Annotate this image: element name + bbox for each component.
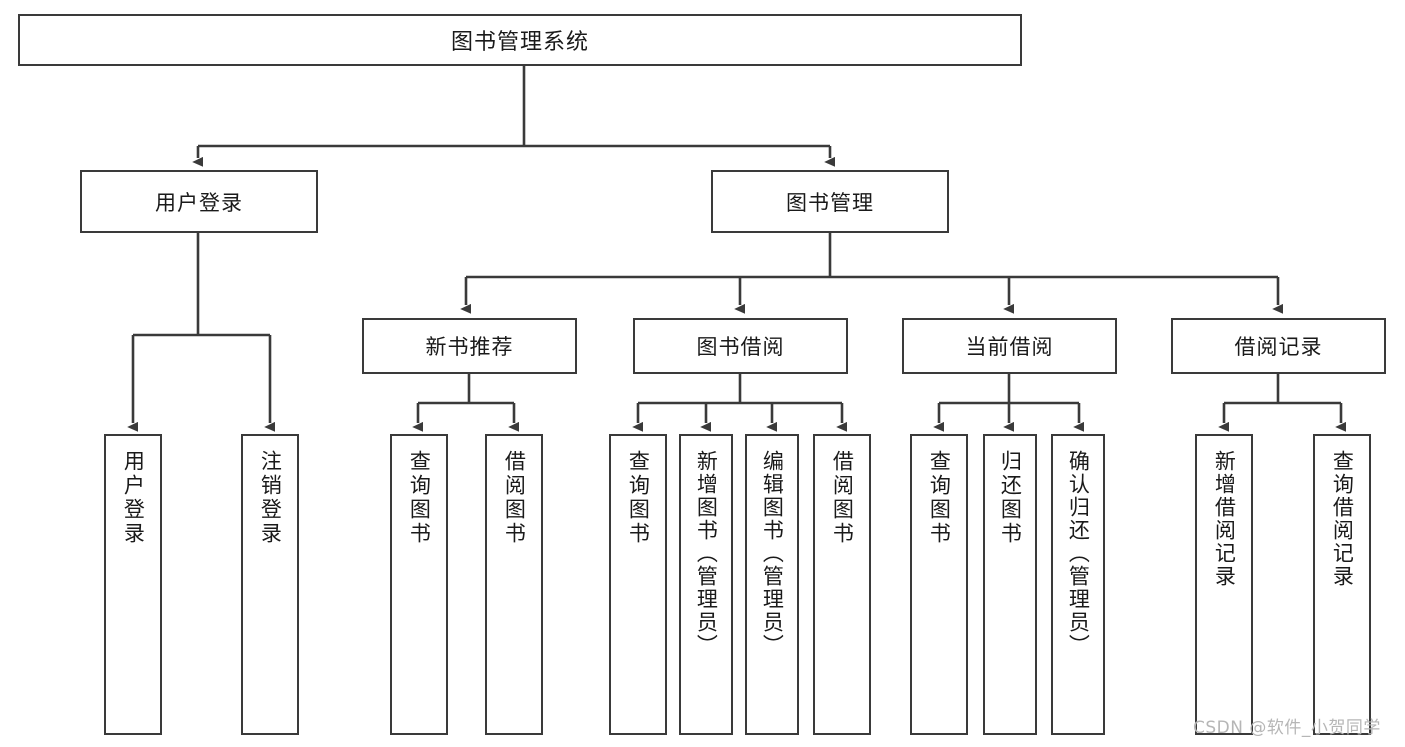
node-current-borrow[interactable]: 当前借阅 [902, 318, 1117, 374]
node-label: 新增图书（管理员） [694, 450, 719, 657]
node-label: 借阅记录 [1234, 335, 1323, 359]
node-label: 归还图书 [998, 450, 1023, 546]
node-label: 确认归还（管理员） [1066, 450, 1091, 657]
node-label: 用户登录 [121, 450, 146, 546]
node-user-login[interactable]: 用户登录 [80, 170, 318, 233]
node-label: 图书借阅 [696, 335, 785, 359]
node-label: 编辑图书（管理员） [760, 450, 785, 657]
node-borrow-record[interactable]: 借阅记录 [1171, 318, 1386, 374]
node-label: 查询图书 [626, 450, 651, 546]
node-leaf-query-book-recommend[interactable]: 查询图书 [390, 434, 448, 735]
node-leaf-return-book[interactable]: 归还图书 [983, 434, 1037, 735]
node-leaf-borrow-book[interactable]: 借阅图书 [813, 434, 871, 735]
node-leaf-add-book[interactable]: 新增图书（管理员） [679, 434, 733, 735]
node-label: 新增借阅记录 [1212, 450, 1237, 588]
node-leaf-edit-book[interactable]: 编辑图书（管理员） [745, 434, 799, 735]
node-label: 图书管理 [786, 190, 874, 215]
node-leaf-borrow-book-recommend[interactable]: 借阅图书 [485, 434, 543, 735]
node-label: 借阅图书 [830, 450, 855, 546]
node-book-management[interactable]: 图书管理 [711, 170, 949, 233]
node-leaf-confirm-return[interactable]: 确认归还（管理员） [1051, 434, 1105, 735]
node-label: 当前借阅 [965, 335, 1054, 359]
node-leaf-user-login[interactable]: 用户登录 [104, 434, 162, 735]
node-book-borrow[interactable]: 图书借阅 [633, 318, 848, 374]
node-label: 查询图书 [927, 450, 952, 546]
node-leaf-add-borrow-record[interactable]: 新增借阅记录 [1195, 434, 1253, 735]
node-label: 图书管理系统 [450, 30, 589, 55]
node-label: 查询借阅记录 [1330, 450, 1355, 588]
node-leaf-logout-login[interactable]: 注销登录 [241, 434, 299, 735]
node-label: 注销登录 [258, 450, 283, 546]
node-label: 查询图书 [407, 450, 432, 546]
node-label: 借阅图书 [502, 450, 527, 546]
node-new-book-recommend[interactable]: 新书推荐 [362, 318, 577, 374]
node-root-book-management-system[interactable]: 图书管理系统 [18, 14, 1022, 66]
node-label: 新书推荐 [425, 335, 514, 359]
node-label: 用户登录 [155, 190, 243, 215]
node-leaf-query-book-current[interactable]: 查询图书 [910, 434, 968, 735]
node-leaf-query-book-borrow[interactable]: 查询图书 [609, 434, 667, 735]
node-leaf-query-borrow-record[interactable]: 查询借阅记录 [1313, 434, 1371, 735]
